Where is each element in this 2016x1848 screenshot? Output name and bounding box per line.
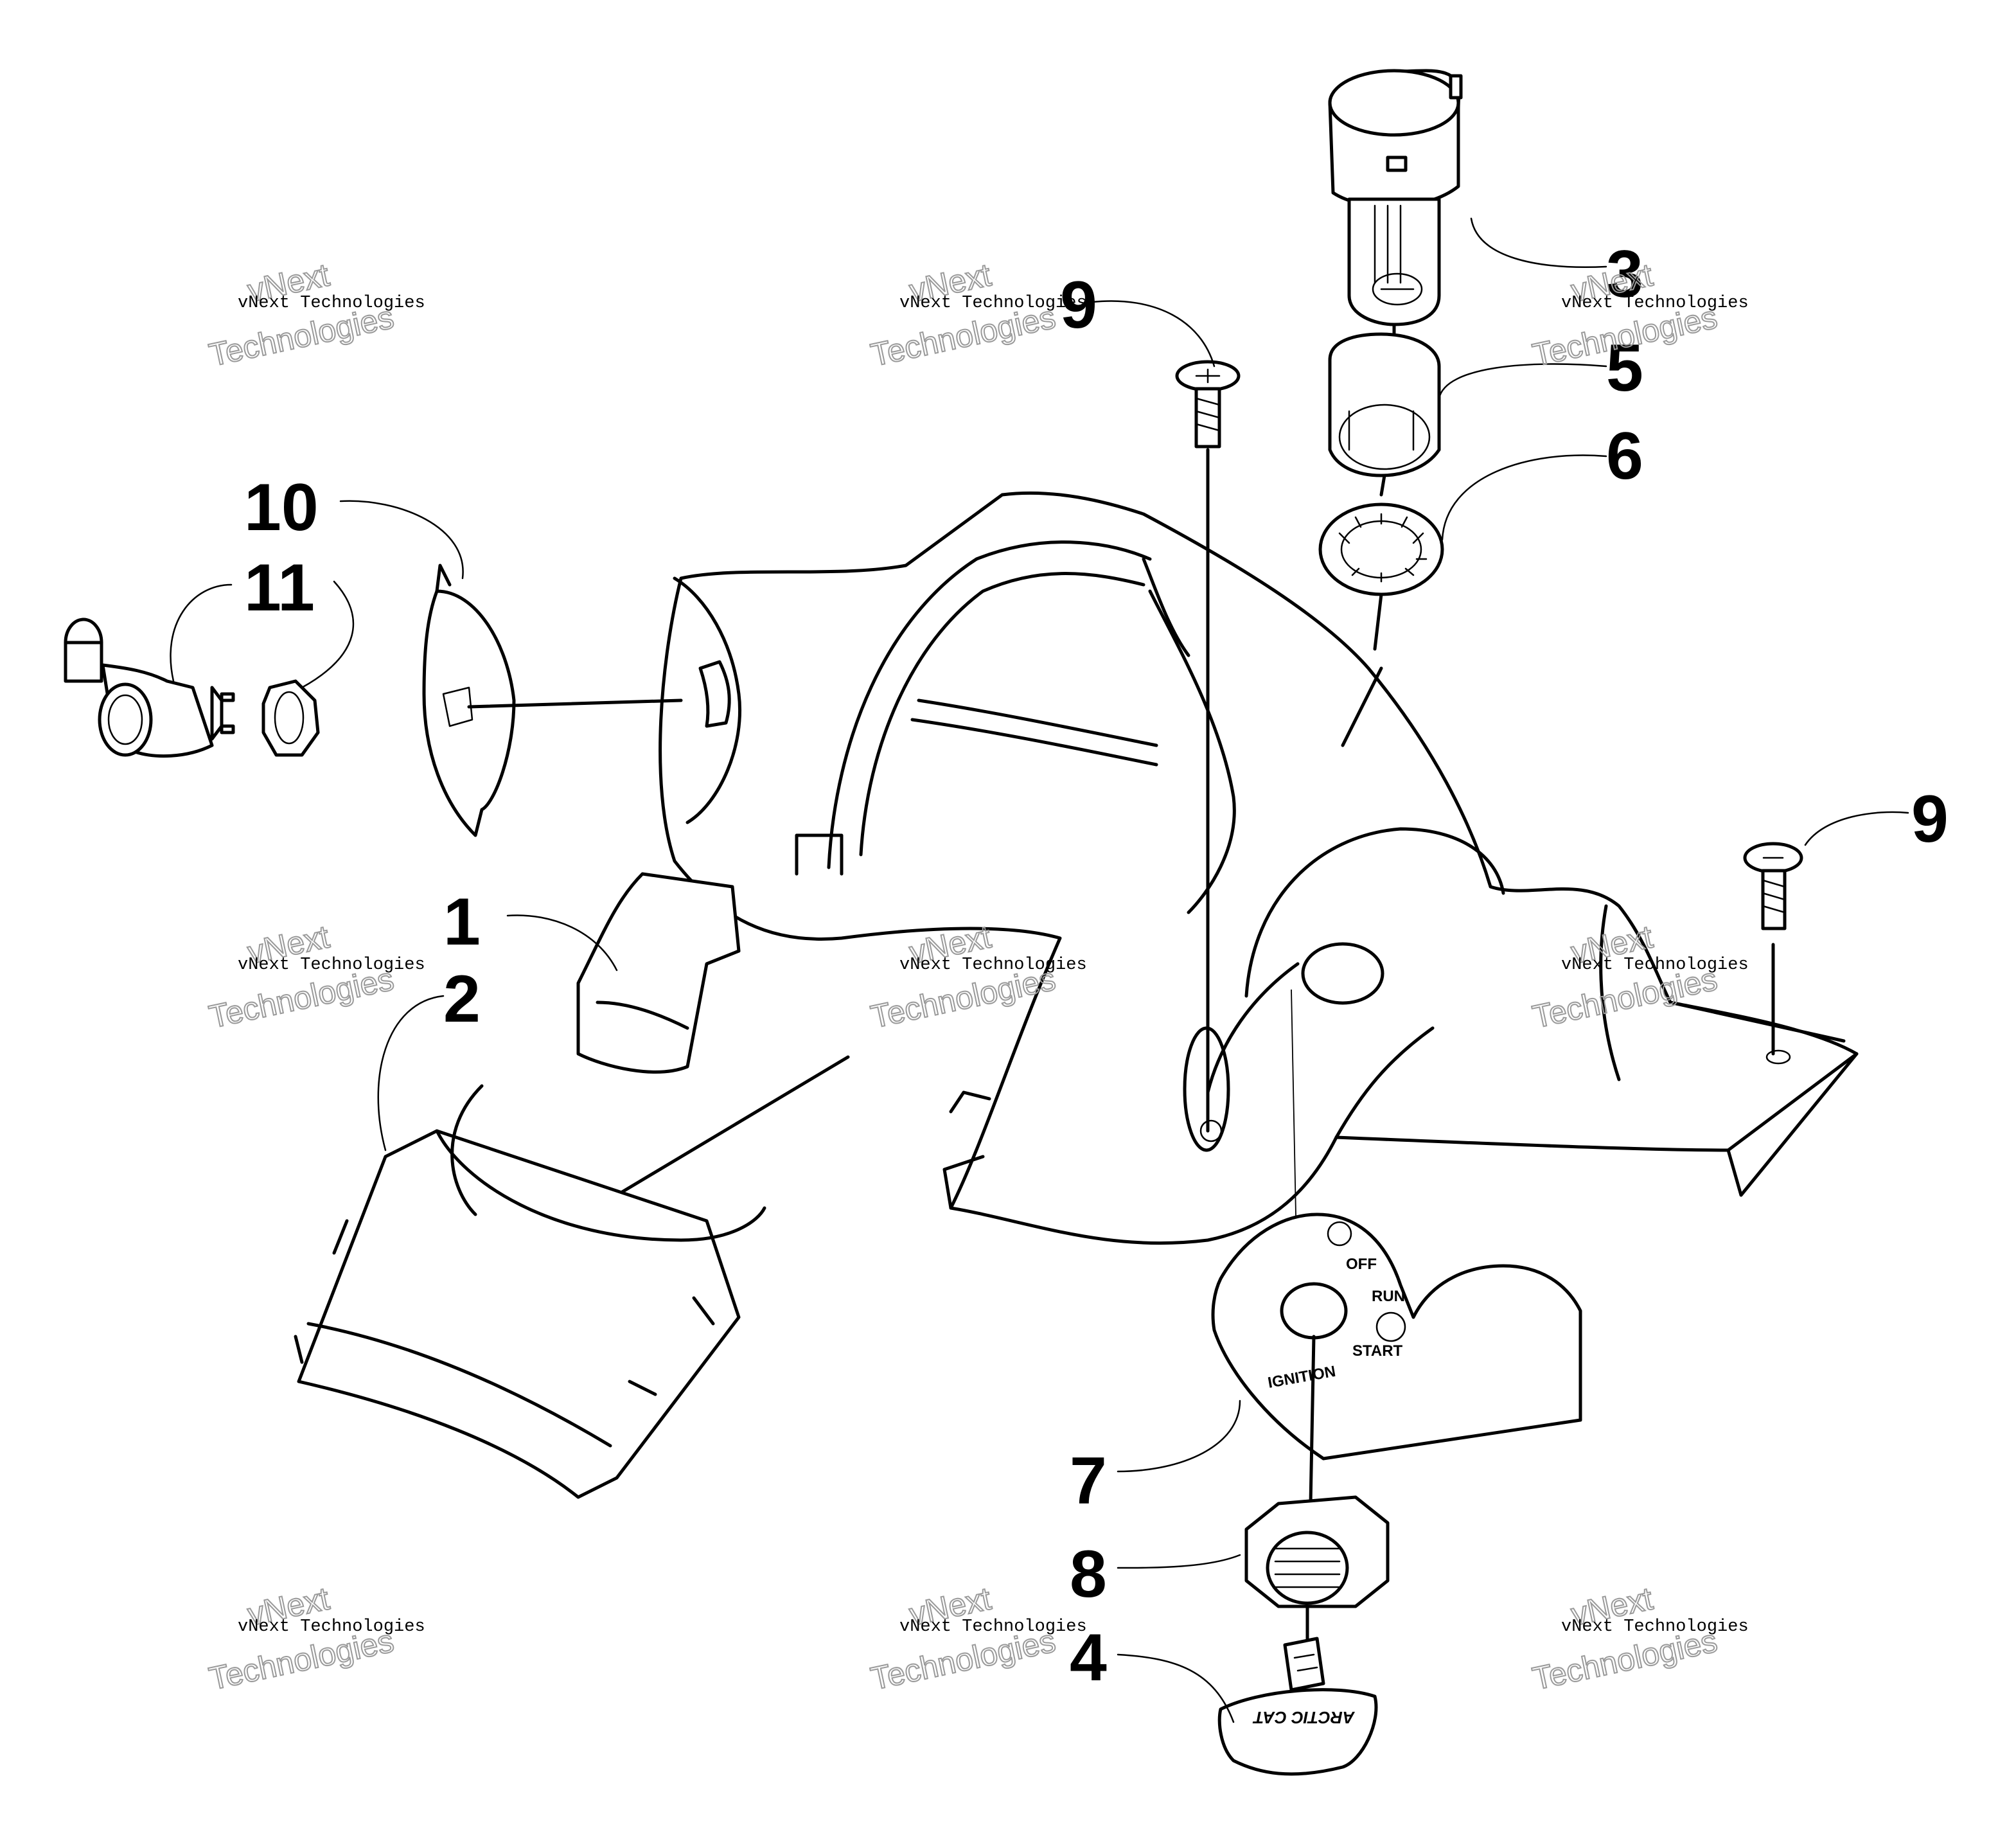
decal-off: OFF bbox=[1346, 1256, 1377, 1273]
console-housing bbox=[576, 491, 1859, 1311]
watermark-text: vNext Technologies bbox=[238, 294, 425, 313]
lock-washer bbox=[1318, 502, 1444, 651]
decal-run: RUN bbox=[1372, 1288, 1405, 1305]
callout-7: 7 bbox=[1070, 1444, 1107, 1518]
callout-10: 10 bbox=[244, 470, 319, 545]
console-cover bbox=[294, 1084, 766, 1499]
callout-6: 6 bbox=[1606, 419, 1643, 493]
watermark-1: vNext vNext Technologies Technologies bbox=[206, 256, 425, 373]
watermark-text: vNext Technologies bbox=[1561, 294, 1749, 313]
callout-9-left: 9 bbox=[1060, 268, 1097, 342]
ignition-decal: OFF RUN START IGNITION bbox=[1211, 1213, 1582, 1506]
watermark-7: vNext vNext Technologies Technologies bbox=[206, 1579, 425, 1697]
watermark-text: vNext Technologies bbox=[899, 955, 1087, 975]
watermark-8: vNext vNext Technologies Technologies bbox=[867, 1579, 1087, 1697]
watermark-2: vNext vNext Technologies Technologies bbox=[867, 256, 1087, 373]
callout-9-right: 9 bbox=[1911, 782, 1949, 857]
power-socket bbox=[64, 617, 235, 758]
watermark-text: vNext Technologies bbox=[238, 1617, 425, 1637]
leader-lines bbox=[170, 217, 1909, 1723]
watermark-5: vNext vNext Technologies Technologies bbox=[867, 918, 1087, 1035]
ignition-key: ARCTIC CAT bbox=[1217, 1637, 1378, 1776]
retaining-nut-11 bbox=[261, 679, 320, 757]
callout-2: 2 bbox=[443, 962, 481, 1036]
watermark-text: vNext Technologies bbox=[899, 294, 1087, 313]
watermark-text: vNext Technologies bbox=[899, 1617, 1087, 1637]
watermark-9: vNext vNext Technologies Technologies bbox=[1529, 1579, 1749, 1697]
screw-9-left bbox=[1175, 360, 1241, 1133]
key-brand-text: ARCTIC CAT bbox=[1252, 1708, 1355, 1727]
callout-5: 5 bbox=[1606, 331, 1643, 405]
hex-nut bbox=[1244, 1495, 1390, 1653]
bushing bbox=[1328, 332, 1441, 497]
watermark-text: vNext Technologies bbox=[238, 955, 425, 975]
callout-numbers: 1 2 3 4 5 6 7 8 9 9 10 11 bbox=[244, 237, 1949, 1695]
callout-1: 1 bbox=[443, 885, 481, 959]
watermark-text: vNext Technologies bbox=[1561, 1617, 1749, 1637]
decal-start: START bbox=[1352, 1342, 1403, 1360]
callout-8: 8 bbox=[1070, 1537, 1107, 1612]
screw-9-right bbox=[1743, 842, 1803, 1056]
callout-11: 11 bbox=[244, 551, 315, 625]
callout-4: 4 bbox=[1070, 1621, 1107, 1695]
watermark-text: vNext Technologies bbox=[1561, 955, 1749, 975]
ignition-switch bbox=[1328, 69, 1463, 349]
watermark-4: vNext vNext Technologies Technologies bbox=[206, 918, 425, 1035]
callout-3: 3 bbox=[1606, 237, 1643, 312]
socket-bezel bbox=[422, 564, 683, 837]
